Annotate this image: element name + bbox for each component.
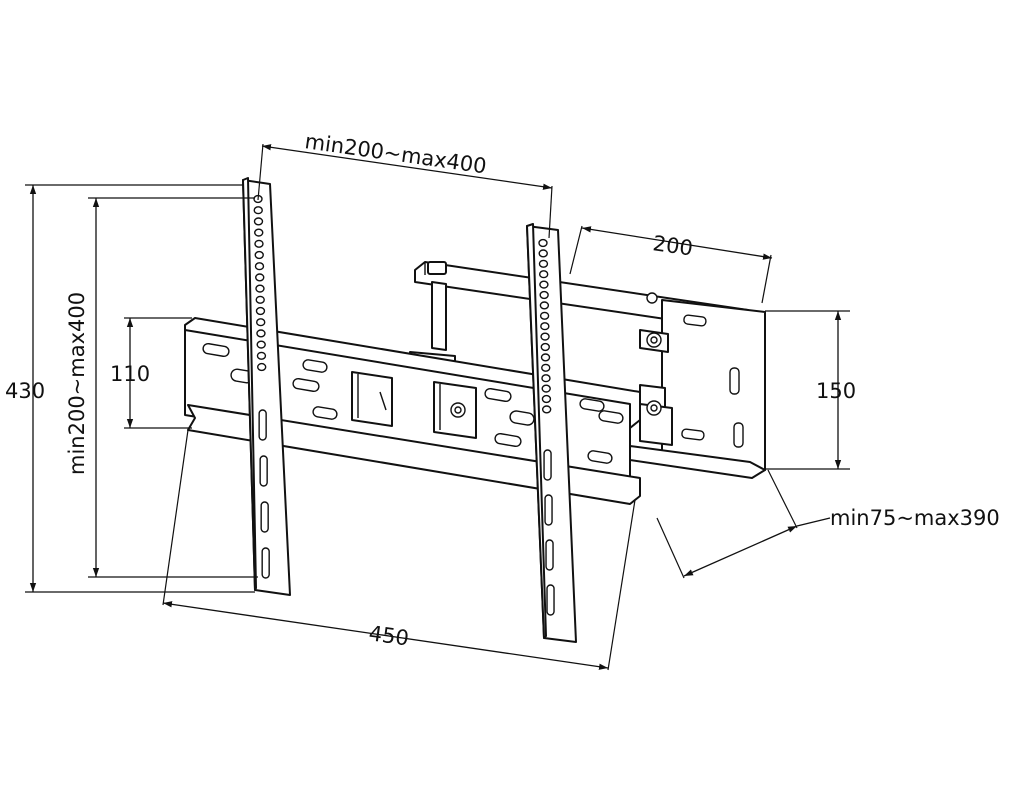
bracket-hole (541, 405, 552, 414)
bracket-hole (538, 238, 548, 248)
bracket-hole (539, 301, 550, 310)
bracket-hole (541, 394, 552, 404)
label-extension: min75~max390 (830, 506, 1000, 530)
label-overall-height: 430 (5, 379, 45, 403)
bracket-hole (538, 249, 548, 258)
bracket-hole (253, 217, 264, 226)
bracket-hole (256, 340, 266, 349)
bracket-hole (541, 384, 551, 393)
bracket-hole (540, 332, 550, 341)
bracket-hole (539, 290, 549, 300)
bracket-hole (540, 322, 550, 331)
bracket-hole (254, 239, 264, 248)
bracket-hole (253, 206, 263, 215)
bracket-hole (255, 295, 265, 304)
dimension-overall-width: 450 (162, 429, 636, 671)
dimension-overall-height: 430 (5, 184, 255, 593)
dimension-vesa-height: min200~max400 (65, 197, 258, 578)
label-arm-height: 150 (816, 379, 856, 403)
bracket-slot (261, 547, 270, 579)
bracket-slot (259, 455, 268, 487)
bracket-hole (256, 318, 266, 327)
bracket-slot (260, 501, 269, 533)
bracket-hole (539, 280, 549, 289)
bracket-hole (256, 362, 267, 372)
dimension-arm-height: 150 (765, 310, 856, 470)
dimension-top-vesa: min200~max400 (257, 129, 553, 239)
bracket-slot (546, 584, 555, 616)
label-plate-height: 110 (110, 362, 150, 386)
dimension-arm-width: 200 (569, 225, 773, 304)
bracket-hole (538, 259, 549, 268)
left-vertical-bracket (242, 177, 291, 596)
bracket-hole (254, 228, 264, 237)
horizontal-plate (184, 317, 641, 505)
dimension-extension: min75~max390 (656, 469, 1000, 579)
bracket-hole (256, 329, 266, 338)
bracket-slot (545, 539, 554, 571)
bracket-hole (539, 311, 550, 320)
label-overall-width: 450 (367, 621, 410, 650)
bracket-slot (543, 449, 552, 481)
bracket-hole (538, 270, 549, 279)
bracket-hole (254, 250, 264, 260)
label-top-vesa: min200~max400 (303, 129, 488, 178)
label-vesa-height: min200~max400 (65, 292, 89, 475)
bracket-hole (540, 353, 551, 362)
bracket-hole (255, 273, 265, 282)
bracket-hole (255, 284, 265, 293)
bracket-hole (256, 351, 267, 360)
bracket-slot (544, 494, 553, 526)
articulating-arm (409, 261, 766, 479)
bracket-hole (540, 342, 550, 352)
label-arm-width: 200 (651, 231, 694, 260)
bracket-hole (254, 262, 265, 271)
bracket-hole (255, 306, 266, 316)
bracket-hole (541, 363, 551, 372)
bracket-hole (541, 374, 551, 383)
dimension-plate-height: 110 (110, 317, 192, 429)
bracket-slot (258, 409, 267, 441)
